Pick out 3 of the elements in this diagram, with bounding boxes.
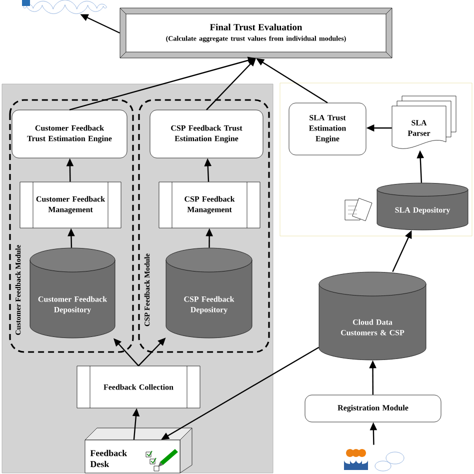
- desk-box: Feedback Desk: [84, 428, 192, 474]
- cloud-icon: [22, 0, 107, 14]
- users-icon: [344, 449, 404, 472]
